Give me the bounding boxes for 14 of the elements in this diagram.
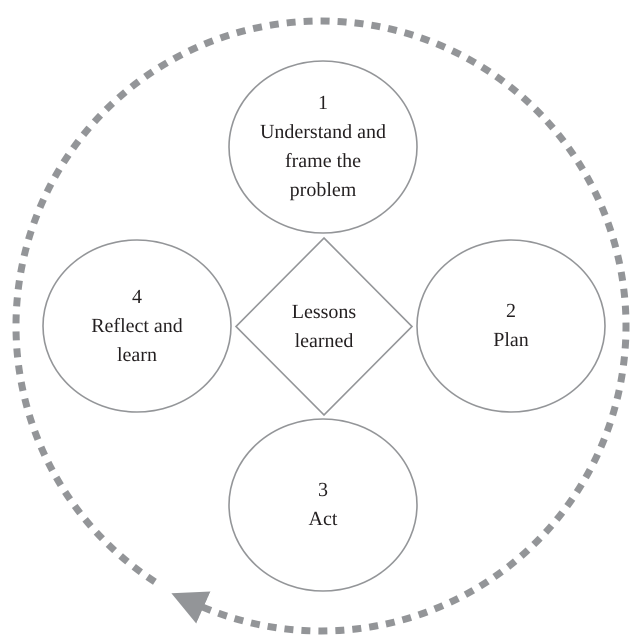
step-title: Reflect and learn	[90, 314, 184, 368]
step-number: 4	[132, 284, 142, 310]
step-number: 3	[318, 478, 328, 503]
step-number: 2	[506, 299, 516, 324]
step-ellipse	[42, 239, 232, 413]
step-title: Plan	[493, 328, 529, 353]
step-ellipse	[416, 239, 606, 413]
step-number: 1	[318, 91, 328, 116]
step-title: Understand and frame the problem	[258, 120, 388, 203]
center-label: Lessons learned	[290, 300, 358, 354]
decision-diamond	[235, 237, 413, 416]
step-title: Act	[308, 507, 338, 532]
step-ellipse	[228, 60, 418, 234]
step-ellipse	[228, 418, 418, 592]
